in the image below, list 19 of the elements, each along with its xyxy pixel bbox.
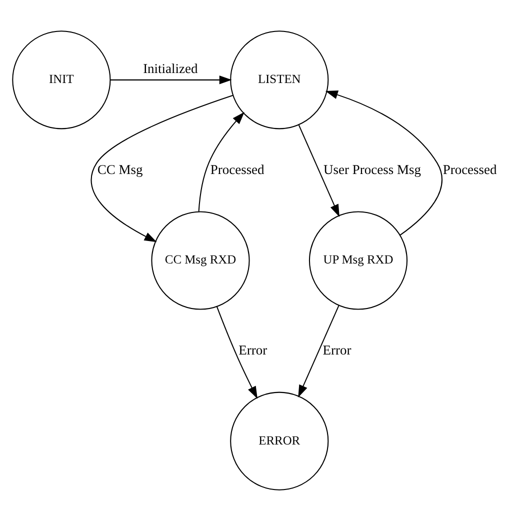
- node-circle: CC Msg RXD: [151, 210, 250, 310]
- edge-label: Initialized: [143, 60, 198, 76]
- edge-label: Error: [238, 342, 268, 357]
- arrow: [90, 94, 234, 242]
- edge-label: Error: [322, 342, 352, 357]
- arrow: [298, 304, 340, 398]
- arrow: [298, 124, 340, 216]
- arrow: [325, 90, 442, 236]
- edge-label: Processed: [210, 161, 264, 176]
- arrow: [198, 111, 244, 211]
- edge-label: Processed: [442, 161, 497, 176]
- edge-label: CC Msg: [97, 161, 143, 176]
- arrow: [216, 306, 258, 398]
- arrow: [110, 75, 232, 84]
- edge-label: User Process Msg: [324, 161, 421, 176]
- node-circle: INIT: [12, 30, 111, 129]
- node-circle: ERROR: [230, 391, 329, 490]
- node-circle: UP Msg RXD: [308, 210, 408, 310]
- node-circle: LISTEN: [230, 30, 329, 129]
